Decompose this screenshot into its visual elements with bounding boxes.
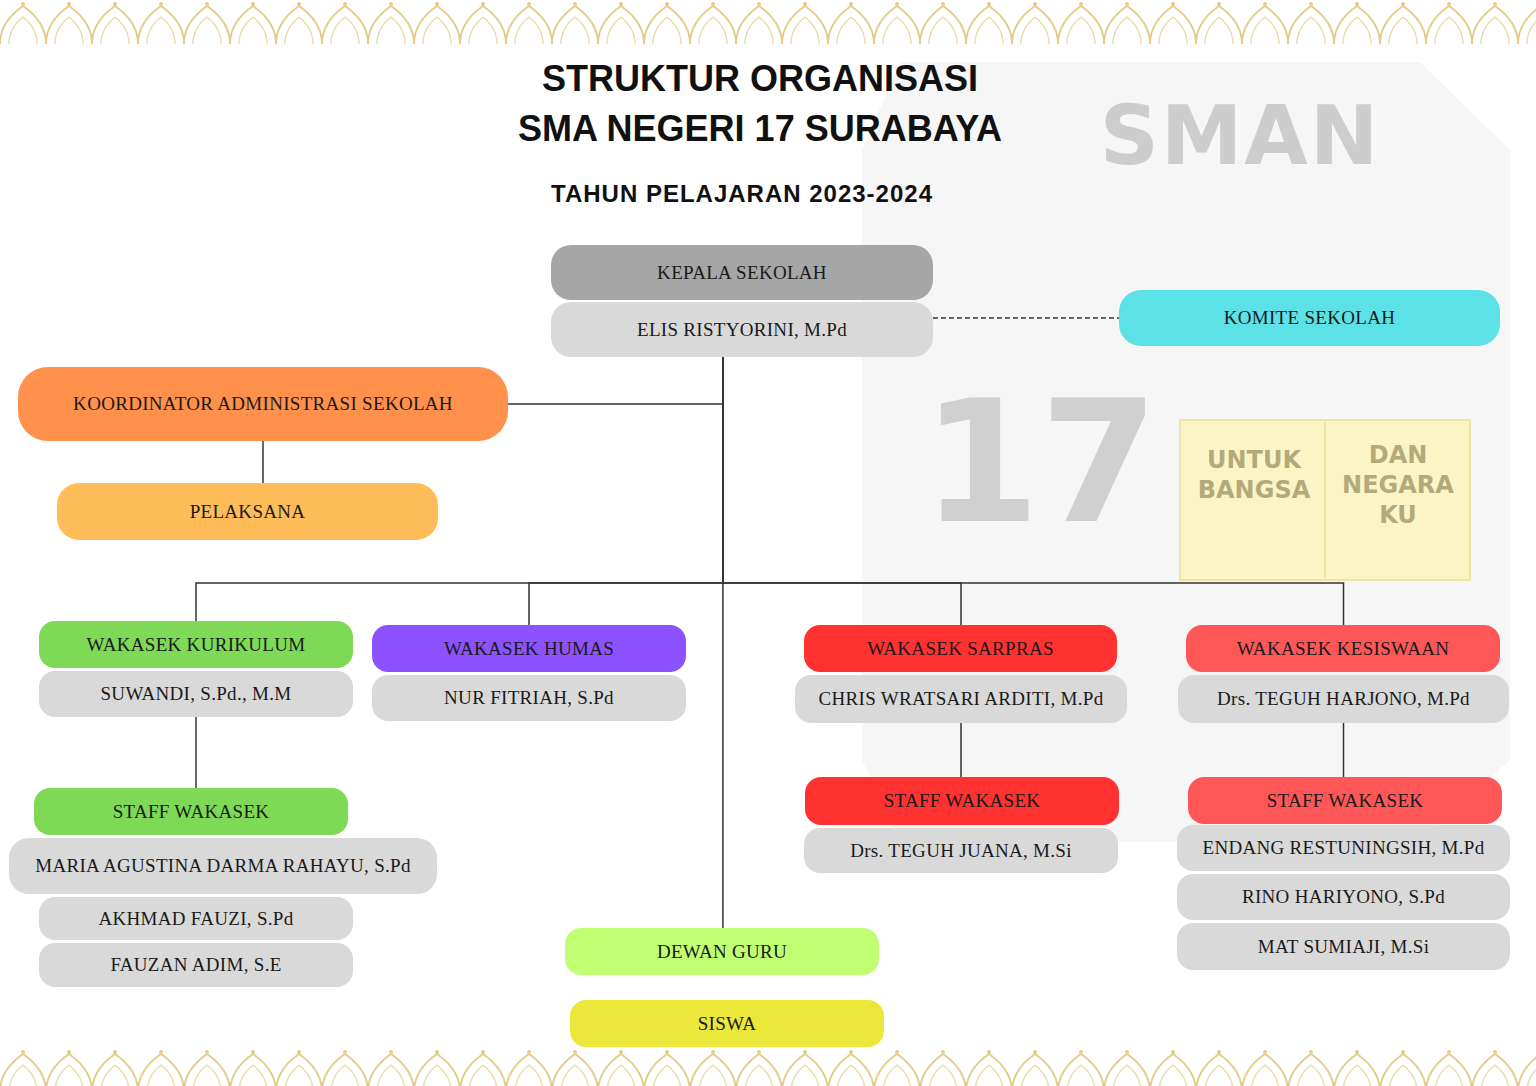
name-label: MAT SUMIAJI, M.Si <box>1177 923 1510 970</box>
org-box: STAFF WAKASEKMARIA AGUSTINA DARMA RAHAYU… <box>9 788 437 987</box>
connector-line <box>723 357 1344 625</box>
connector-line <box>933 317 1119 319</box>
org-box: DEWAN GURU <box>565 928 879 975</box>
role-label: SISWA <box>570 1000 884 1047</box>
role-label: WAKASEK KESISWAAN <box>1186 625 1500 672</box>
role-label: DEWAN GURU <box>565 928 879 975</box>
lace-border <box>0 1050 1536 1086</box>
org-box: WAKASEK SARPRASCHRIS WRATSARI ARDITI, M.… <box>795 625 1127 723</box>
name-label: Drs. TEGUH JUANA, M.Si <box>804 828 1118 873</box>
name-label: CHRIS WRATSARI ARDITI, M.Pd <box>795 675 1127 723</box>
watermark-text: DAN NEGARA KU <box>1333 440 1463 530</box>
connector-line <box>960 723 962 777</box>
name-label: ELIS RISTYORINI, M.Pd <box>551 302 933 357</box>
watermark-text: SMAN <box>1050 88 1430 184</box>
subtitle: TAHUN PELAJARAN 2023-2024 <box>492 178 992 210</box>
name-label: Drs. TEGUH HARJONO, M.Pd <box>1178 675 1509 723</box>
connector-line <box>1343 723 1345 777</box>
name-label: NUR FITRIAH, S.Pd <box>372 675 686 721</box>
org-box: STAFF WAKASEKENDANG RESTUNINGSIH, M.PdRI… <box>1177 777 1510 970</box>
connector-line <box>508 357 723 404</box>
role-label: PELAKSANA <box>57 483 438 540</box>
role-label: WAKASEK KURIKULUM <box>39 621 353 668</box>
lace-border <box>0 0 1536 44</box>
role-label: KOORDINATOR ADMINISTRASI SEKOLAH <box>18 367 508 441</box>
watermark-text: UNTUK BANGSA <box>1190 445 1318 505</box>
name-label: ENDANG RESTUNINGSIH, M.Pd <box>1177 825 1510 871</box>
name-label: MARIA AGUSTINA DARMA RAHAYU, S.Pd <box>9 838 437 894</box>
name-label: AKHMAD FAUZI, S.Pd <box>39 897 353 940</box>
connector-line <box>195 717 197 788</box>
role-label: STAFF WAKASEK <box>34 788 348 835</box>
role-label: WAKASEK HUMAS <box>372 625 686 672</box>
role-label: WAKASEK SARPRAS <box>804 625 1117 672</box>
book-watermark <box>1180 420 1470 580</box>
name-label: RINO HARIYONO, S.Pd <box>1177 874 1510 920</box>
org-box: PELAKSANA <box>57 483 438 540</box>
org-box: WAKASEK KURIKULUMSUWANDI, S.Pd., M.M <box>39 621 353 717</box>
org-box: SISWA <box>570 1000 884 1047</box>
watermark-text: 17 <box>915 372 1165 552</box>
connector-line <box>722 357 724 928</box>
name-label: FAUZAN ADIM, S.E <box>39 943 353 987</box>
role-label: KOMITE SEKOLAH <box>1119 290 1500 346</box>
role-label: STAFF WAKASEK <box>1188 777 1502 824</box>
org-box: KOORDINATOR ADMINISTRASI SEKOLAH <box>18 367 508 441</box>
connector-line <box>262 441 264 483</box>
role-label: KEPALA SEKOLAH <box>551 245 933 300</box>
connector-line <box>529 357 723 625</box>
org-box: KOMITE SEKOLAH <box>1119 290 1500 346</box>
logo-watermark <box>862 62 1510 842</box>
org-box: WAKASEK KESISWAANDrs. TEGUH HARJONO, M.P… <box>1178 625 1509 723</box>
org-box: WAKASEK HUMASNUR FITRIAH, S.Pd <box>372 625 686 721</box>
org-box: KEPALA SEKOLAHELIS RISTYORINI, M.Pd <box>551 245 933 357</box>
chart-title: STRUKTUR ORGANISASI SMA NEGERI 17 SURABA… <box>470 54 1050 154</box>
org-box: STAFF WAKASEKDrs. TEGUH JUANA, M.Si <box>804 777 1119 873</box>
role-label: STAFF WAKASEK <box>805 777 1119 825</box>
book-spine <box>1324 422 1326 578</box>
name-label: SUWANDI, S.Pd., M.M <box>39 671 353 717</box>
